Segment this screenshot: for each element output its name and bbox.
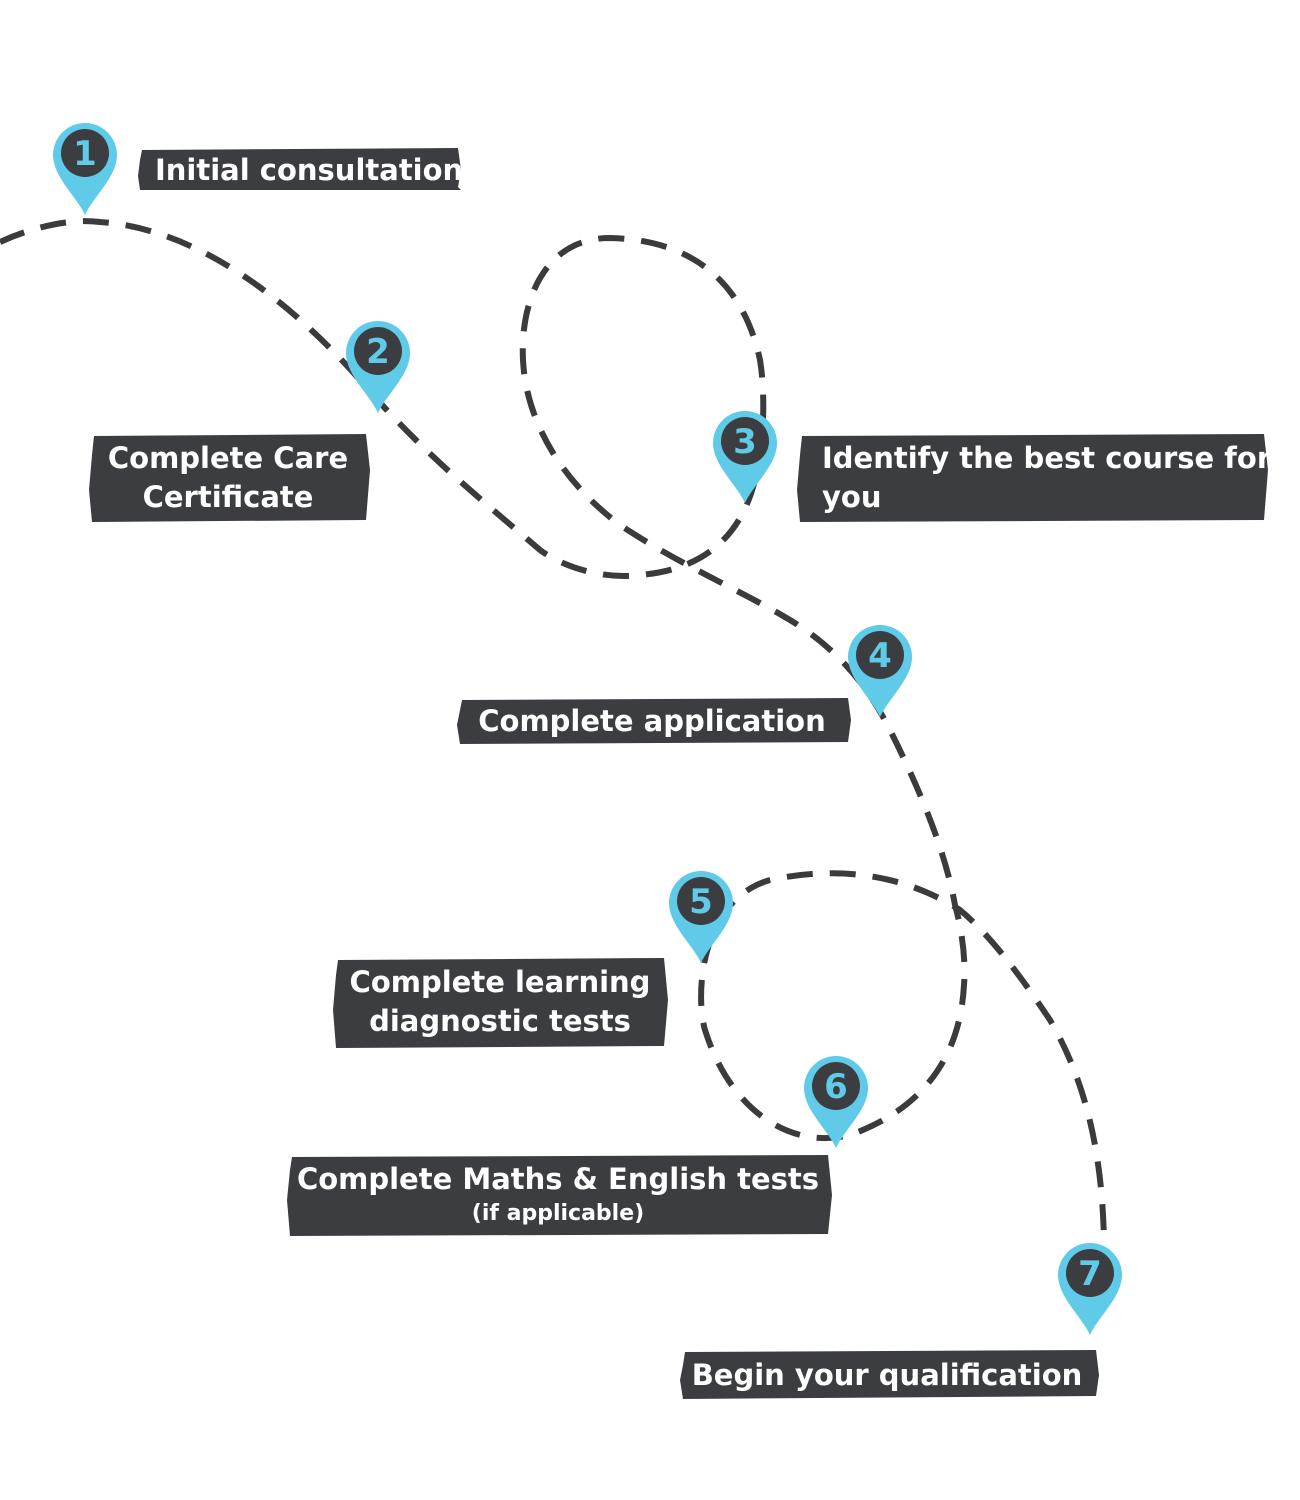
label-background bbox=[89, 434, 370, 522]
step-7: Begin your qualification 7 bbox=[680, 1243, 1122, 1399]
step-6-label: Complete Maths & English tests (if appli… bbox=[287, 1155, 832, 1236]
step-2-text-line1: Complete Care bbox=[108, 441, 348, 475]
label-background bbox=[333, 958, 668, 1048]
step-3-text-line2: you bbox=[822, 480, 881, 514]
step-6-number: 6 bbox=[824, 1067, 848, 1107]
step-3: Identify the best course for you 3 bbox=[713, 411, 1272, 522]
step-1-text: Initial consultation bbox=[155, 153, 463, 187]
step-7-label: Begin your qualification bbox=[680, 1350, 1099, 1399]
label-background bbox=[797, 434, 1268, 522]
map-pin-icon: 6 bbox=[804, 1056, 868, 1148]
step-5-text-line1: Complete learning bbox=[350, 965, 651, 999]
step-4-number: 4 bbox=[868, 636, 892, 676]
map-pin-icon: 3 bbox=[713, 411, 777, 503]
label-background bbox=[138, 148, 461, 190]
step-3-number: 3 bbox=[733, 422, 757, 462]
step-2-number: 2 bbox=[366, 332, 390, 372]
step-6-subtext: (if applicable) bbox=[472, 1201, 644, 1226]
dashed-route bbox=[0, 218, 1107, 1241]
step-5-number: 5 bbox=[689, 882, 713, 922]
step-6: Complete Maths & English tests (if appli… bbox=[287, 1056, 868, 1236]
map-pin-icon: 7 bbox=[1058, 1243, 1122, 1335]
step-2-text-line2: Certificate bbox=[143, 480, 314, 514]
step-7-number: 7 bbox=[1078, 1254, 1102, 1294]
step-5-label: Complete learning diagnostic tests bbox=[333, 958, 668, 1048]
map-pin-icon: 4 bbox=[848, 625, 912, 717]
step-1-number: 1 bbox=[73, 134, 97, 174]
label-background bbox=[680, 1350, 1099, 1399]
map-pin-icon: 1 bbox=[53, 123, 117, 215]
step-4: Complete application 4 bbox=[457, 625, 912, 744]
step-4-label: Complete application bbox=[457, 698, 851, 744]
step-6-text: Complete Maths & English tests bbox=[297, 1162, 819, 1196]
step-4-text: Complete application bbox=[478, 704, 826, 738]
step-1: Initial consultation 1 bbox=[53, 123, 463, 215]
step-5: Complete learning diagnostic tests 5 bbox=[333, 871, 733, 1048]
step-3-label: Identify the best course for you bbox=[797, 434, 1272, 522]
route-segment bbox=[0, 218, 1107, 1241]
label-background bbox=[457, 698, 851, 744]
map-pin-icon: 5 bbox=[669, 871, 733, 963]
label-background bbox=[287, 1155, 832, 1236]
step-5-text-line2: diagnostic tests bbox=[369, 1004, 631, 1038]
step-2-label: Complete Care Certificate bbox=[89, 434, 370, 522]
step-1-label: Initial consultation bbox=[138, 148, 463, 190]
step-2: Complete Care Certificate 2 bbox=[89, 321, 410, 522]
map-pin-icon: 2 bbox=[346, 321, 410, 413]
step-3-text-line1: Identify the best course for bbox=[822, 441, 1272, 475]
step-7-text: Begin your qualification bbox=[692, 1358, 1083, 1392]
